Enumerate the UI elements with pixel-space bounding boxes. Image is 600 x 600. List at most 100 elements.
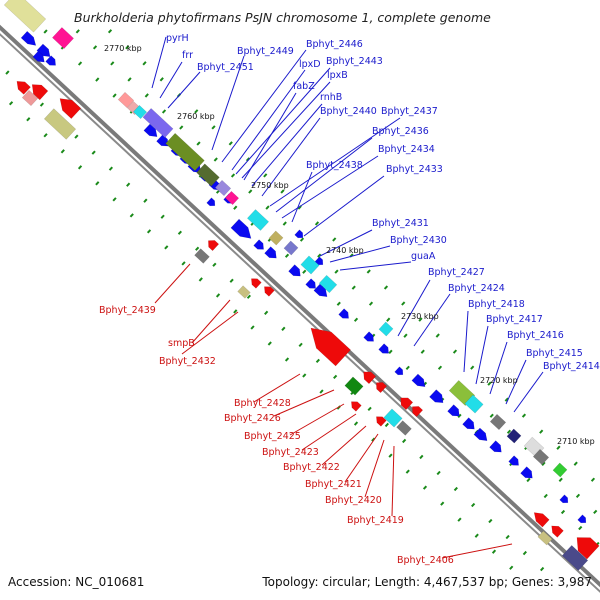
forward-gene-24 xyxy=(462,417,475,430)
gene-label-bphyt-2425[interactable]: Bphyt_2425 xyxy=(244,431,301,442)
gene-label-bphyt-2439[interactable]: Bphyt_2439 xyxy=(99,305,156,316)
tick-label-2760: 2760 kbp xyxy=(177,112,215,121)
track-dot-4 xyxy=(487,381,492,386)
gene-label-bphyt-2440[interactable]: Bphyt_2440 xyxy=(320,106,377,117)
track-dot-2 xyxy=(112,93,117,98)
track-dot-2 xyxy=(302,269,307,274)
track-dot-3 xyxy=(299,237,305,242)
gene-label-bphyt-2430[interactable]: Bphyt_2430 xyxy=(390,235,447,246)
reverse-gene-12 xyxy=(551,525,564,538)
track-dot-0 xyxy=(509,565,514,570)
genome-title: Burkholderia phytofirmans PsJN chromosom… xyxy=(74,10,491,25)
gene-label-bphyt-2438[interactable]: Bphyt_2438 xyxy=(306,160,363,171)
track-dot-4 xyxy=(314,221,320,226)
track-dot-1 xyxy=(281,326,286,331)
gene-label-bphyt-2415[interactable]: Bphyt_2415 xyxy=(526,348,583,359)
gene-label-bphyt-2451[interactable]: Bphyt_2451 xyxy=(197,62,254,73)
feature-block-25 xyxy=(194,248,210,264)
gene-label-bphyt-2434[interactable]: Bphyt_2434 xyxy=(378,144,435,155)
track-dot-0 xyxy=(198,277,203,282)
track-dot-0 xyxy=(8,101,14,106)
track-dot-1 xyxy=(315,358,320,363)
gene-label-lpxB[interactable]: lpxB xyxy=(327,70,348,81)
gene-label-bphyt-2433[interactable]: Bphyt_2433 xyxy=(386,164,443,175)
gene-label-fabZ[interactable]: fabZ xyxy=(293,81,315,92)
gene-label-guaA[interactable]: guaA xyxy=(411,251,436,262)
track-dot-1 xyxy=(5,70,10,75)
chromosome-backbone xyxy=(0,24,600,593)
track-dot-1 xyxy=(505,534,510,540)
gene-label-bphyt-2414[interactable]: Bphyt_2414 xyxy=(543,361,600,372)
gene-label-bphyt-2422[interactable]: Bphyt_2422 xyxy=(283,462,340,473)
feature-block-16 xyxy=(506,428,522,444)
gene-label-pyrH[interactable]: pyrH xyxy=(166,33,189,44)
track-dot-1 xyxy=(39,102,45,107)
forward-gene-23 xyxy=(447,404,460,417)
track-dot-3 xyxy=(437,365,443,370)
track-dot-4 xyxy=(383,285,389,290)
forward-gene-labels: pyrH frr Bphyt_2451 Bphyt_2449 Bphyt_244… xyxy=(166,33,600,372)
gene-label-bphyt-2424[interactable]: Bphyt_2424 xyxy=(448,283,505,294)
track-dot-1 xyxy=(91,150,96,155)
gene-label-bphyt-2431[interactable]: Bphyt_2431 xyxy=(372,218,429,229)
track-dot-2 xyxy=(405,365,410,370)
track-dot-3 xyxy=(403,333,408,338)
reverse-gene-5 xyxy=(264,286,275,297)
track-dot-1 xyxy=(160,214,165,219)
track-dot-4 xyxy=(228,141,233,146)
feature-block-12 xyxy=(378,321,394,337)
gene-label-bphyt-2406[interactable]: Bphyt_2406 xyxy=(397,555,454,566)
forward-marker-0 xyxy=(206,197,216,207)
track-dot-3 xyxy=(127,77,132,82)
track-dot-4 xyxy=(125,45,130,50)
reverse-gene-15 xyxy=(351,401,362,412)
gene-label-bphyt-2419[interactable]: Bphyt_2419 xyxy=(347,515,404,526)
gene-label-bphyt-2432[interactable]: Bphyt_2432 xyxy=(159,356,216,367)
feature-block-13 xyxy=(448,380,476,406)
gene-label-bphyt-2426[interactable]: Bphyt_2426 xyxy=(224,413,281,424)
feature-block-0 xyxy=(3,0,47,33)
gene-label-bphyt-2428[interactable]: Bphyt_2428 xyxy=(234,398,291,409)
gene-label-bphyt-2420[interactable]: Bphyt_2420 xyxy=(325,495,382,506)
track-dot-3 xyxy=(282,221,287,226)
track-dot-2 xyxy=(578,525,583,531)
gene-label-lpxD[interactable]: lpxD xyxy=(299,59,321,70)
gene-label-bphyt-2449[interactable]: Bphyt_2449 xyxy=(237,46,294,57)
gene-label-bphyt-2437[interactable]: Bphyt_2437 xyxy=(381,106,438,117)
gene-label-bphyt-2417[interactable]: Bphyt_2417 xyxy=(486,314,543,325)
gene-label-bphyt-2418[interactable]: Bphyt_2418 xyxy=(468,299,525,310)
track-dot-4 xyxy=(211,125,216,130)
gene-features xyxy=(3,0,600,571)
feature-block-10 xyxy=(300,255,320,275)
feature-block-19 xyxy=(552,462,568,478)
feature-block-30 xyxy=(537,530,553,546)
track-dot-4 xyxy=(401,301,406,306)
leader-reverse-9 xyxy=(364,439,385,498)
gene-label-bphyt-2436[interactable]: Bphyt_2436 xyxy=(372,126,429,137)
track-dot-3 xyxy=(230,173,236,178)
gene-label-frr[interactable]: frr xyxy=(182,50,193,61)
gene-label-bphyt-2427[interactable]: Bphyt_2427 xyxy=(428,267,485,278)
track-dot-2 xyxy=(543,493,548,499)
leader-reverse-6 xyxy=(301,413,357,451)
gene-label-bphyt-2421[interactable]: Bphyt_2421 xyxy=(305,479,362,490)
track-dot-4 xyxy=(435,333,440,338)
gene-label-bphyt-2423[interactable]: Bphyt_2423 xyxy=(262,447,319,458)
gene-label-bphyt-2446[interactable]: Bphyt_2446 xyxy=(306,39,363,50)
gene-label-rnhB[interactable]: rnhB xyxy=(320,92,342,103)
leader-forward-15 xyxy=(303,175,385,237)
leader-forward-24 xyxy=(505,359,527,405)
gene-label-bphyt-2443[interactable]: Bphyt_2443 xyxy=(326,56,383,67)
gene-label-bphyt-2416[interactable]: Bphyt_2416 xyxy=(507,330,564,341)
feature-block-23 xyxy=(43,108,77,140)
track-dot-1 xyxy=(436,470,441,476)
track-dot-0 xyxy=(319,389,324,394)
forward-gene-28 xyxy=(520,466,533,479)
track-dot-0 xyxy=(146,229,152,234)
track-dot-0 xyxy=(267,341,272,346)
feature-block-2 xyxy=(142,108,174,138)
forward-gene-14 xyxy=(264,246,277,259)
leader-forward-11 xyxy=(269,117,401,207)
gene-label-smpB[interactable]: smpB xyxy=(168,338,195,349)
feature-block-29 xyxy=(396,420,412,436)
